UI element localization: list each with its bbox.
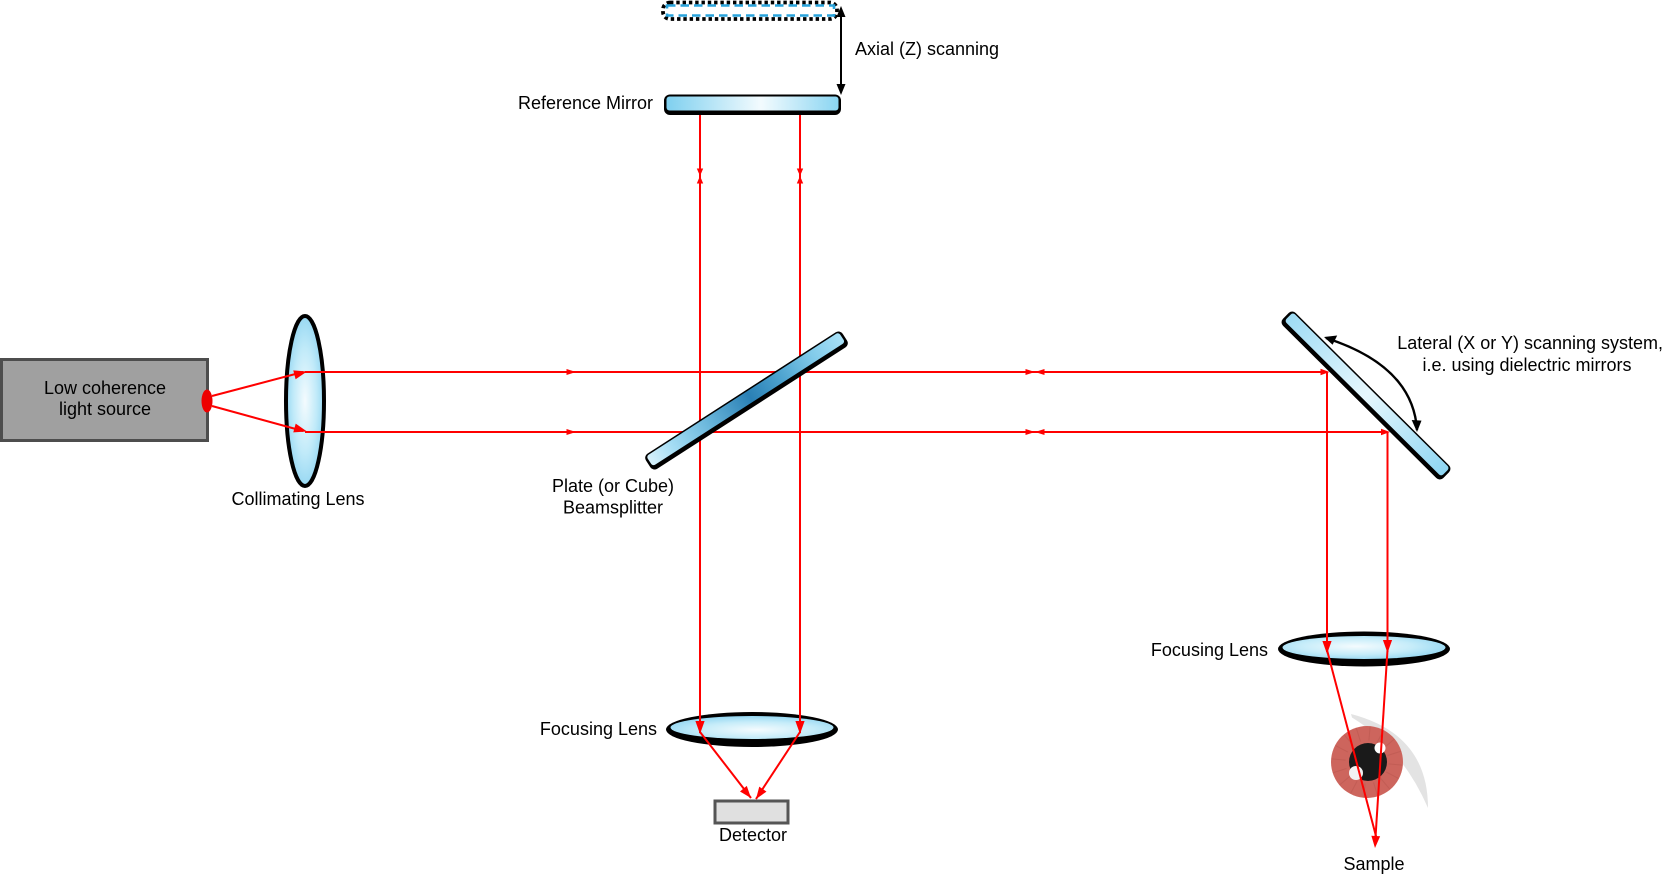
svg-text:Beamsplitter: Beamsplitter: [563, 498, 663, 518]
svg-text:Axial (Z) scanning: Axial (Z) scanning: [855, 39, 999, 59]
svg-text:Focusing Lens: Focusing Lens: [540, 719, 657, 739]
svg-text:Detector: Detector: [719, 825, 787, 845]
svg-text:Low coherence: Low coherence: [44, 378, 166, 398]
svg-text:Plate (or Cube): Plate (or Cube): [552, 476, 674, 496]
svg-text:i.e. using dielectric mirrors: i.e. using dielectric mirrors: [1422, 355, 1631, 375]
svg-text:Collimating Lens: Collimating Lens: [231, 489, 364, 509]
svg-text:light source: light source: [59, 399, 151, 419]
svg-text:Reference Mirror: Reference Mirror: [518, 93, 653, 113]
svg-text:Focusing Lens: Focusing Lens: [1151, 640, 1268, 660]
svg-text:Lateral (X or Y) scanning syst: Lateral (X or Y) scanning system,: [1397, 333, 1663, 353]
svg-text:Sample: Sample: [1343, 854, 1404, 874]
